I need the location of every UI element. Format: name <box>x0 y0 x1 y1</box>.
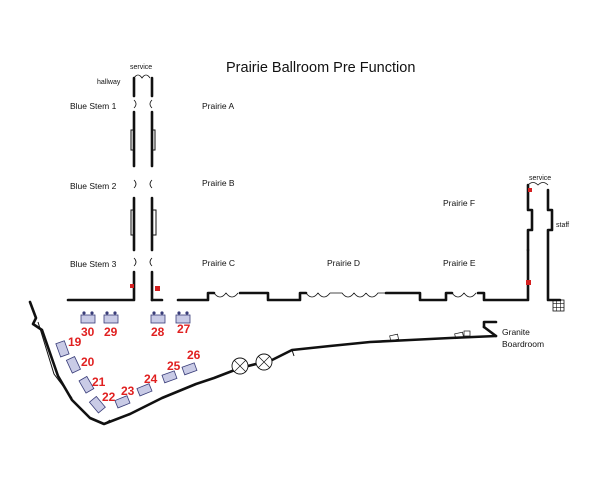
door-arc <box>133 99 153 109</box>
booth-icon <box>65 356 82 374</box>
hallway-label: hallway <box>97 79 121 86</box>
room-label-prairie-e: Prairie E <box>443 258 476 268</box>
booth-icon <box>161 370 178 384</box>
corridor-jogs <box>130 129 157 236</box>
booth-number: 30 <box>81 325 95 339</box>
small-labels: service hallway service staff <box>97 64 569 229</box>
door-arc <box>305 292 386 298</box>
booth-number: 25 <box>167 359 181 373</box>
booth-number: 27 <box>177 322 191 336</box>
table-icon <box>231 357 249 375</box>
prefunction-wall-inner <box>37 321 295 425</box>
booth-number: 29 <box>104 325 118 339</box>
marker <box>526 280 531 285</box>
ballroom-wall-south <box>150 248 530 302</box>
booth-number: 21 <box>92 375 106 389</box>
room-labels: Prairie A Prairie B Prairie C Prairie D … <box>70 101 544 349</box>
door-arc <box>133 257 153 267</box>
room-label-prairie-f: Prairie F <box>443 198 475 208</box>
marker <box>528 188 532 192</box>
door-arc <box>527 182 549 186</box>
booth-icon <box>78 375 95 394</box>
booth-icon <box>88 395 106 414</box>
booth-icon <box>103 311 119 324</box>
booth-numbers: 30 29 28 27 19 20 21 22 23 24 25 26 <box>68 322 201 404</box>
doors <box>133 74 549 298</box>
booth-icon <box>114 395 131 409</box>
marker <box>155 286 160 291</box>
granite-connector <box>482 325 498 338</box>
room-label-prairie-d: Prairie D <box>327 258 360 268</box>
room-label-blue-stem-3: Blue Stem 3 <box>70 259 117 269</box>
service-label: service <box>130 64 152 71</box>
room-label-prairie-c: Prairie C <box>202 258 235 268</box>
stairs-icon <box>552 299 565 312</box>
booth-number: 20 <box>81 355 95 369</box>
staff-label: staff <box>556 222 569 229</box>
booth-icon <box>80 311 96 324</box>
prefunction-wall-south <box>28 300 498 426</box>
booth-icon <box>175 311 191 324</box>
booth-icon <box>181 362 198 376</box>
room-label-boardroom: Boardroom <box>502 339 544 349</box>
room-label-prairie-b: Prairie B <box>202 178 235 188</box>
room-label-blue-stem-1: Blue Stem 1 <box>70 101 117 111</box>
room-label-blue-stem-2: Blue Stem 2 <box>70 181 117 191</box>
door-arc <box>451 292 477 298</box>
booths <box>55 311 198 414</box>
door-arc <box>213 292 239 298</box>
walls <box>66 76 562 329</box>
page-title: Prairie Ballroom Pre Function <box>226 60 415 76</box>
booth-number: 28 <box>151 325 165 339</box>
corridor-wall-west <box>66 76 136 302</box>
room-label-prairie-a: Prairie A <box>202 101 234 111</box>
booth-number: 24 <box>144 372 158 386</box>
service-label: service <box>529 175 551 182</box>
booth-number: 22 <box>102 390 116 404</box>
booth-number: 26 <box>187 348 201 362</box>
right-corridor-walls <box>526 183 562 302</box>
room-label-granite: Granite <box>502 327 530 337</box>
booth-icon <box>55 340 70 358</box>
granite-wall <box>482 320 498 329</box>
door-arc <box>133 74 151 79</box>
marker <box>130 284 134 288</box>
booth-icon <box>136 383 153 397</box>
booth-number: 19 <box>68 335 82 349</box>
door-arc <box>133 179 153 189</box>
booth-number: 23 <box>121 384 135 398</box>
table-icon <box>255 353 273 371</box>
furniture-icon <box>389 330 471 342</box>
booth-icon <box>150 311 166 324</box>
